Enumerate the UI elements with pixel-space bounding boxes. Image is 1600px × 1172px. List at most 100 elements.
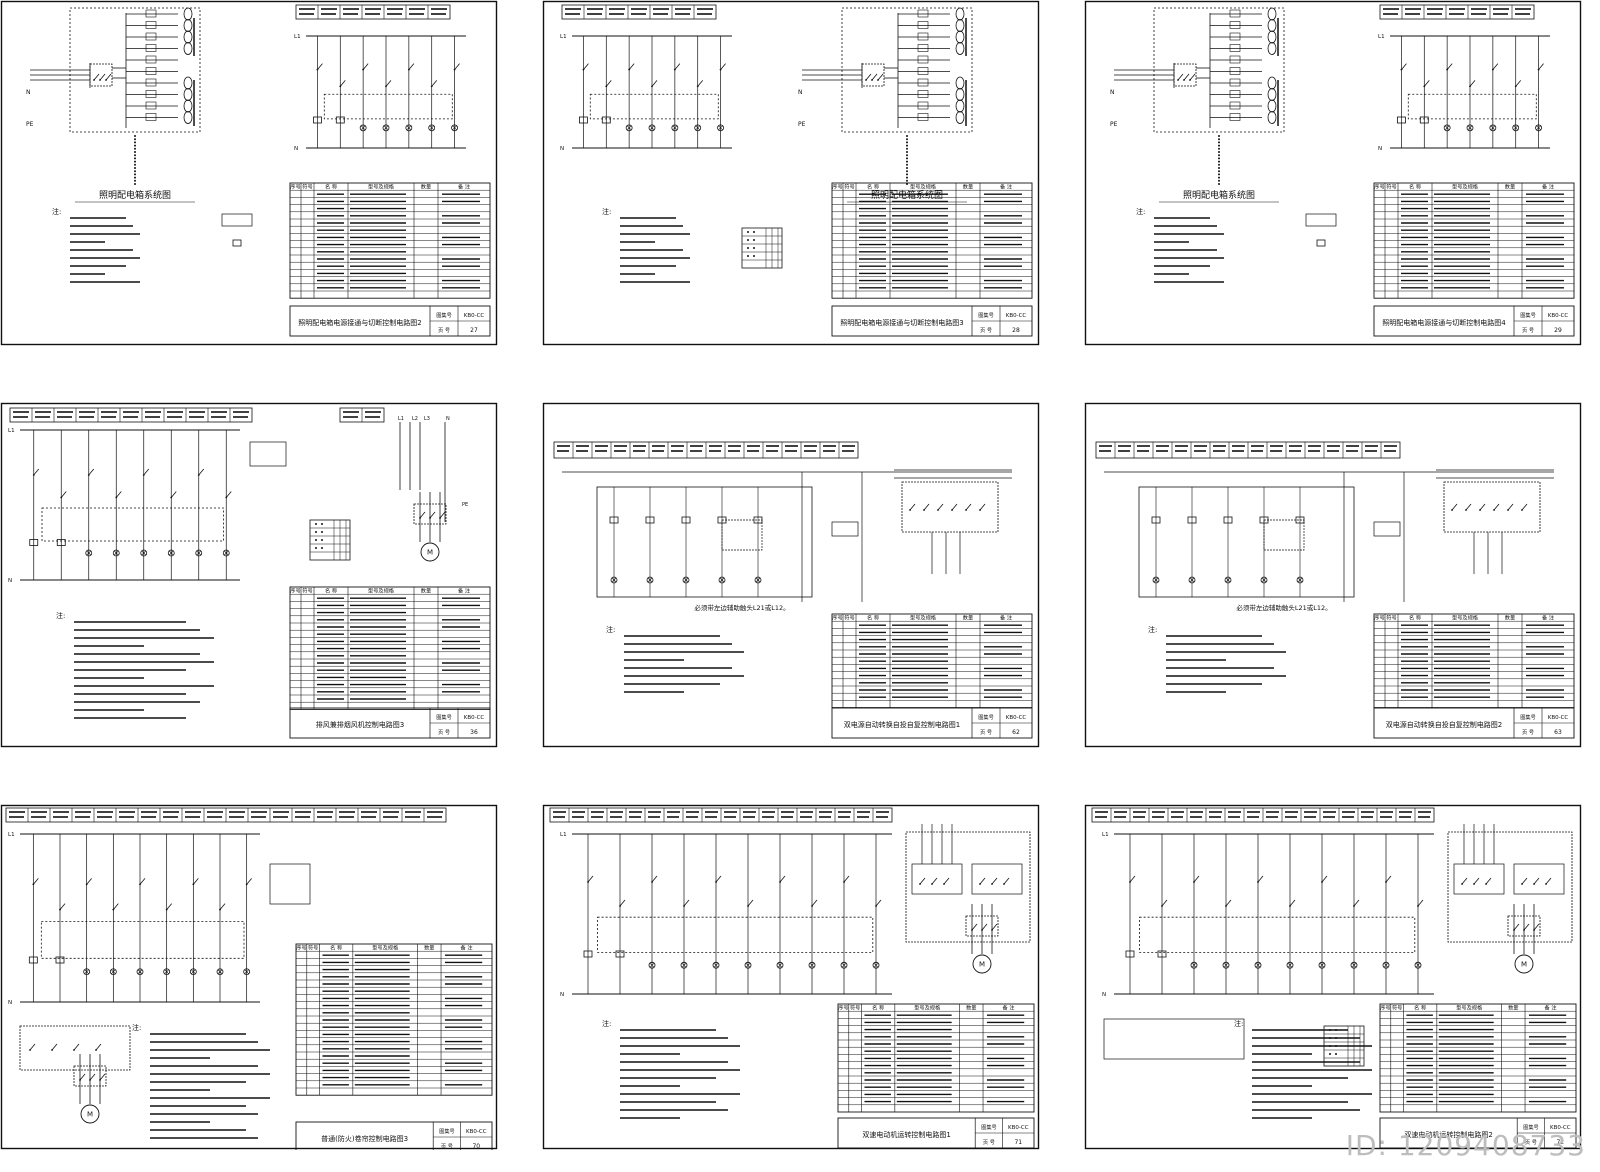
terminal-dot — [1514, 85, 1517, 88]
label-text: 名 称 — [325, 183, 337, 191]
wire — [114, 550, 119, 556]
wire — [979, 503, 986, 511]
terminal-dot — [225, 496, 228, 499]
terminal-dot — [673, 68, 676, 71]
relay-coil — [29, 539, 39, 546]
wire — [452, 125, 457, 131]
terminal-dot — [192, 883, 195, 886]
wire — [713, 962, 719, 968]
label-text: 名 称 — [867, 614, 879, 622]
symbol-text: N — [8, 578, 12, 584]
symbol-text: 页 号 — [980, 327, 992, 334]
branch-breaker — [1229, 9, 1241, 18]
wire — [1446, 63, 1453, 70]
label-text: 数量 — [421, 183, 431, 191]
linkage-strip — [1103, 1018, 1245, 1060]
label-text: 照明配电箱系统图 — [871, 189, 943, 201]
relay-coil — [55, 956, 65, 964]
lamp-symbol — [671, 124, 679, 132]
symbol-text: PE — [462, 502, 468, 508]
lamp-symbol — [451, 124, 458, 132]
relay-coil — [1125, 950, 1135, 958]
cable-bundle — [955, 88, 965, 101]
terminal-dot — [1218, 157, 1220, 160]
cable-bundle — [183, 88, 193, 101]
wire — [86, 878, 92, 885]
wire — [191, 969, 196, 974]
terminal-dot — [906, 147, 908, 150]
label-text: 型号及规格 — [368, 587, 395, 595]
terminal-dot — [619, 905, 621, 907]
lamp-symbol — [1535, 124, 1542, 132]
terminal-dot — [315, 547, 317, 549]
wire — [1183, 73, 1190, 81]
lamp-symbol — [718, 576, 726, 584]
symbol-text: L1 — [560, 832, 567, 838]
wire — [1319, 962, 1325, 968]
lamp-symbol — [216, 968, 224, 976]
wire — [745, 962, 751, 968]
wire — [811, 899, 818, 907]
symbol-text: L3 — [424, 416, 430, 422]
lamp-symbol — [1443, 124, 1451, 132]
terminal-dot — [95, 1049, 97, 1051]
wire — [720, 63, 726, 70]
label-text: 名 称 — [872, 1004, 884, 1012]
wire — [1513, 923, 1520, 931]
terminal-dot — [134, 170, 136, 173]
branch-breaker — [145, 21, 157, 29]
kb0-main-contacts — [965, 915, 999, 937]
label-text: 型号及规格 — [914, 1004, 941, 1012]
lamp-symbol — [136, 968, 144, 976]
label-text: KB0-CC — [1548, 313, 1569, 319]
wire — [1161, 899, 1168, 907]
label-text: 注: — [1234, 1019, 1243, 1028]
terminal-dot — [79, 1079, 81, 1081]
terminal-dot — [134, 141, 136, 144]
terminal-dot — [134, 154, 136, 157]
watermark-id-label: ID: 1209408733 — [1345, 1129, 1586, 1162]
lamp-symbol — [744, 961, 752, 969]
wire — [1538, 63, 1544, 70]
wire — [431, 80, 438, 87]
wire — [1515, 80, 1522, 87]
wire — [1521, 503, 1528, 511]
label-text: 排风兼排烟风机控制电路图3 — [316, 720, 404, 729]
wire — [164, 969, 169, 974]
terminal-dot — [1189, 79, 1191, 81]
wire — [605, 80, 612, 87]
relay-coil — [28, 956, 38, 964]
wire — [1261, 577, 1267, 583]
terminal-dot — [1218, 179, 1220, 182]
cable-bundle — [955, 76, 965, 90]
label-text: 序号 — [832, 183, 842, 191]
lamp-symbol — [1254, 961, 1262, 969]
branch-breaker — [1229, 78, 1241, 87]
terminal-dot — [1423, 85, 1426, 88]
wire — [619, 899, 626, 907]
branch-breaker — [917, 44, 929, 52]
terminal-dot — [923, 509, 925, 511]
transfer-switch-box — [721, 519, 763, 551]
time-relay-box — [269, 863, 311, 905]
relay-coil — [313, 116, 322, 124]
wire — [1485, 877, 1492, 885]
terminal-dot — [906, 160, 908, 163]
lamp-symbol — [112, 549, 120, 557]
selector-switch-table — [741, 227, 783, 269]
label-text: 备 注 — [461, 944, 473, 952]
lamp-symbol — [1512, 124, 1520, 132]
wire — [137, 969, 143, 974]
motor-symbol — [972, 954, 992, 974]
terminal-dot — [134, 144, 136, 147]
label-text: 符号 — [302, 183, 312, 191]
terminal-dot — [60, 496, 63, 499]
lamp-symbol — [680, 961, 688, 969]
lamp-symbol — [712, 961, 720, 969]
terminal-dot — [906, 135, 908, 137]
lamp-symbol — [1318, 961, 1326, 969]
wire — [971, 923, 978, 931]
kb0d-breaker — [1453, 863, 1505, 895]
